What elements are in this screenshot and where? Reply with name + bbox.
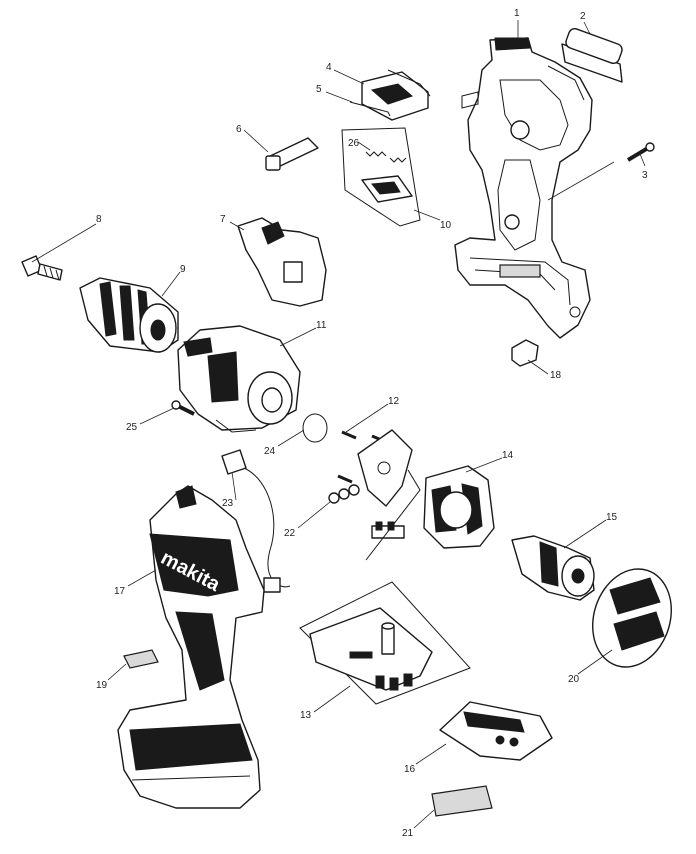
part-label-24: 24	[264, 446, 276, 457]
part-2-label-plate	[561, 28, 623, 83]
part-9-chuck	[79, 277, 179, 353]
part-label-8: 8	[96, 214, 102, 225]
part-10-switch-plate	[361, 175, 413, 203]
part-5-spring	[349, 101, 391, 117]
part-label-1: 1	[514, 8, 520, 19]
part-26-springs	[365, 151, 407, 163]
part-12-bracket-plate	[357, 429, 413, 507]
part-18-clip	[511, 339, 539, 367]
part-14-stator	[423, 465, 495, 549]
part-number-labels: 1 2 3 4 5 6 7 8 9 10 11 12 13 14 15 16 1…	[96, 8, 648, 839]
part-label-23: 23	[222, 498, 234, 509]
leader-lines	[31, 20, 646, 829]
part-label-4: 4	[326, 62, 332, 73]
part-15-rotor	[511, 535, 595, 601]
part-label-18: 18	[550, 370, 562, 381]
part-label-16: 16	[404, 764, 416, 775]
part-22-terminals	[328, 484, 405, 539]
part-label-26: 26	[348, 138, 360, 149]
part-25-screw	[171, 400, 195, 416]
part-10-switch-assembly-box	[341, 127, 421, 227]
part-label-10: 10	[440, 220, 452, 231]
part-label-13: 13	[300, 710, 312, 721]
part-13-assembly-outline	[299, 469, 471, 705]
part-6-reverse-lever	[265, 137, 319, 171]
part-label-6: 6	[236, 124, 242, 135]
part-8-bolt	[21, 255, 63, 281]
part-label-7: 7	[220, 214, 226, 225]
part-7-switch	[237, 217, 327, 307]
part-23-lead-wire	[221, 449, 291, 593]
part-label-15: 15	[606, 512, 618, 523]
part-label-2: 2	[580, 11, 586, 22]
part-label-3: 3	[642, 170, 648, 181]
part-13-controller	[309, 607, 433, 691]
part-label-12: 12	[388, 396, 400, 407]
part-19-label	[123, 649, 159, 669]
part-label-14: 14	[502, 450, 514, 461]
part-label-11: 11	[316, 320, 327, 331]
part-20-rear-cover	[591, 568, 673, 668]
part-label-20: 20	[568, 674, 580, 685]
part-label-5: 5	[316, 84, 322, 95]
part-16-terminal	[439, 701, 553, 761]
part-label-21: 21	[402, 828, 414, 839]
part-label-17: 17	[114, 586, 126, 597]
part-1-housing-half	[454, 37, 593, 339]
part-label-19: 19	[96, 680, 108, 691]
part-21-label	[431, 785, 493, 817]
part-24-o-ring	[302, 413, 328, 443]
part-label-25: 25	[126, 422, 138, 433]
part-label-9: 9	[180, 264, 186, 275]
part-label-22: 22	[284, 528, 296, 539]
part-4-switch-board	[361, 69, 431, 121]
part-3-screw	[626, 142, 655, 162]
part-17-handle-housing: makita	[117, 485, 265, 809]
part-11-gear-assembly	[177, 325, 301, 433]
